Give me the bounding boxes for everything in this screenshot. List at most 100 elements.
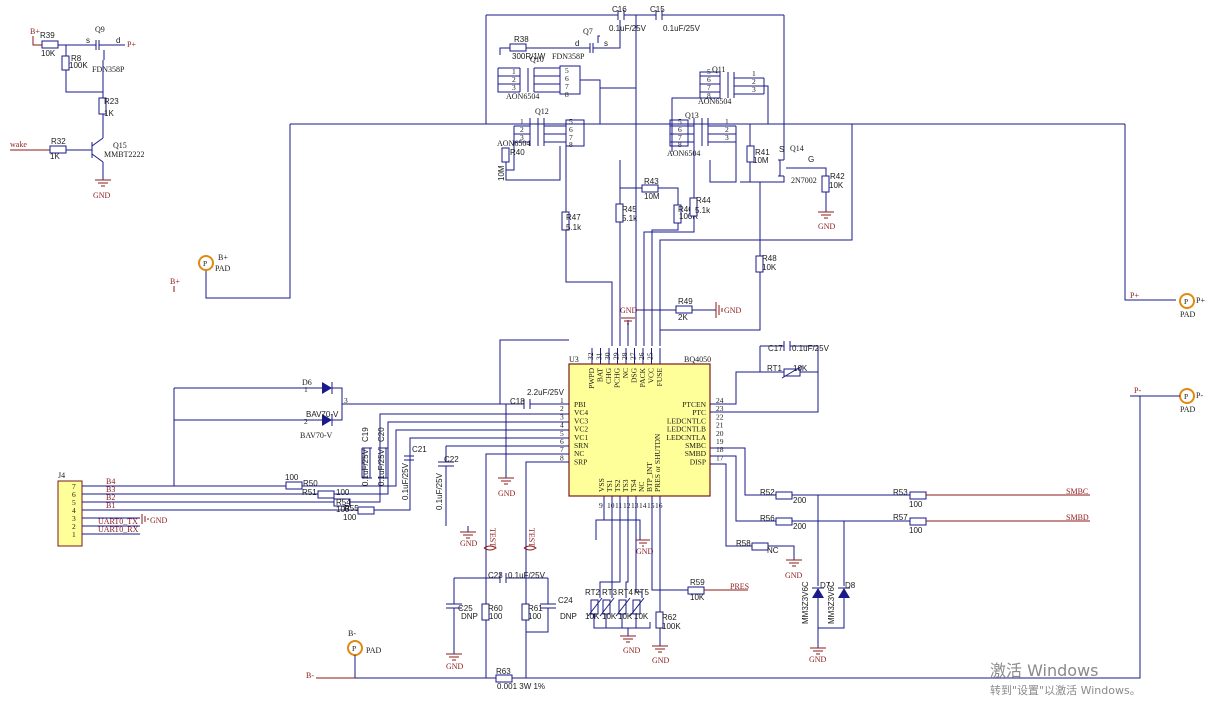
svg-text:8: 8 <box>565 90 569 99</box>
u3-right-pin-number: 21 <box>716 421 724 430</box>
d7-diode <box>812 588 824 598</box>
u3-right-pin-name: SMBC <box>685 441 706 450</box>
gnd-label-vss: GND <box>636 547 654 556</box>
d8-part: MM3Z3V6C <box>827 581 836 624</box>
q14-s: S <box>779 145 784 154</box>
c21-label: C21 <box>412 445 427 454</box>
r40-value: 10M <box>497 165 506 181</box>
u3-top-pin-number: 31 <box>595 352 604 360</box>
r58-label: R58 <box>736 539 751 548</box>
wake-circuit: B+ R39 10K R8 100K Q9 s d FDN358P P+ R23… <box>10 25 144 200</box>
c23-value: 0.1uF/25V <box>508 571 546 580</box>
u3-bottom-pin-number: 14 <box>639 501 647 510</box>
u3-left-pin-name: VC3 <box>574 416 588 425</box>
r54-label: R54 <box>336 498 351 507</box>
r56-label: R56 <box>760 514 775 523</box>
svg-text:2: 2 <box>72 522 76 531</box>
r46-label: R46 <box>678 205 693 214</box>
smbc-net: SMBC <box>1066 487 1088 496</box>
r40-label: R40 <box>510 148 525 157</box>
pads: P B+ PAD B+ P P+ PAD P+ P P- PAD P- P B-… <box>170 253 1205 680</box>
u3-top-pin-number: 26 <box>637 352 646 360</box>
r48-value: 10K <box>762 263 777 272</box>
u3-right-pin-name: SMBD <box>685 449 707 458</box>
u3-right-pin-number: 20 <box>716 429 724 438</box>
r60-label: R60 <box>488 604 503 613</box>
svg-text:5: 5 <box>72 498 76 507</box>
svg-text:P: P <box>1184 297 1188 306</box>
rt3-value: 10K <box>602 612 617 621</box>
svg-text:7: 7 <box>678 133 682 142</box>
svg-text:1: 1 <box>304 385 308 394</box>
svg-text:3: 3 <box>512 83 516 92</box>
r49-label: R49 <box>678 297 693 306</box>
q9-label: Q9 <box>95 25 105 34</box>
svg-text:6: 6 <box>72 490 76 499</box>
b-plus-net: B+ <box>170 277 180 286</box>
u3-top-pin-number: 32 <box>586 352 595 360</box>
u3-left-pin-name: SRP <box>574 457 587 466</box>
c24-label: C24 <box>558 596 573 605</box>
u3-top-pin-name: PWPD <box>587 367 596 388</box>
c15-value: 0.1uF/25V <box>663 24 701 33</box>
u3-left-pin-name: VC2 <box>574 425 588 434</box>
r42-value: 10K <box>829 181 844 190</box>
svg-text:5: 5 <box>678 117 682 126</box>
pres-net: PRES <box>730 582 749 591</box>
u3-left-pin-number: 8 <box>560 453 564 462</box>
u3-right-pin-name: PTC <box>692 408 706 417</box>
u3-right-pin-number: 24 <box>716 396 724 405</box>
r51-value: 100 <box>336 488 350 497</box>
r50-value: 100 <box>285 473 299 482</box>
c16-value: 0.1uF/25V <box>609 24 647 33</box>
r53-resistor <box>909 491 927 500</box>
b-minus-net: B- <box>306 671 314 680</box>
r61-value: 100 <box>528 612 542 621</box>
gnd-label-rt: GND <box>623 646 641 655</box>
svg-text:2: 2 <box>520 125 524 134</box>
thermistor-arrow <box>615 597 631 617</box>
r42-label: R42 <box>830 172 845 181</box>
u3-top-pin-number: 30 <box>603 352 612 360</box>
svg-text:6: 6 <box>569 125 573 134</box>
svg-text:3: 3 <box>72 514 76 523</box>
r62-value: 100K <box>662 622 681 631</box>
p-minus-net: P- <box>1134 386 1141 395</box>
svg-text:5: 5 <box>707 67 711 76</box>
u3-left-pin-name: VC1 <box>574 433 588 442</box>
b4-net: B4 <box>106 477 115 486</box>
svg-text:6: 6 <box>678 125 682 134</box>
svg-text:5: 5 <box>569 117 573 126</box>
r23-label: R23 <box>104 97 119 106</box>
r58-value: NC <box>767 546 779 555</box>
r39-resistor <box>41 40 59 49</box>
j4-label: J4 <box>58 471 65 480</box>
gnd-label-d7: GND <box>809 655 827 664</box>
r44-label: R44 <box>696 196 711 205</box>
svg-text:3: 3 <box>520 133 524 142</box>
rt1-value: 10K <box>793 364 808 373</box>
c24-dnp: DNP <box>560 612 577 621</box>
u3-bottom-pin-number: 13 <box>631 501 639 510</box>
svg-text:1: 1 <box>520 117 524 126</box>
r61-label: R61 <box>528 604 543 613</box>
u3-top-pins: PWPD32BAT31CHG30PCHG29NC28DSG27PACK26VCC… <box>586 348 664 389</box>
u3-bottom-pin-name: TS4 <box>629 479 638 492</box>
r57-value: 100 <box>909 526 923 535</box>
u3-right-pin-number: 22 <box>716 412 724 421</box>
u3-left-pin-number: 1 <box>560 396 564 405</box>
r55-value: 100 <box>343 513 357 522</box>
u3-left-pin-name: PBI <box>574 400 586 409</box>
u3-top-pin-number: 25 <box>646 352 655 360</box>
ic-right-circuit: C17 0.1uF/25V RT1 10K R52 200 R53 100 SM… <box>710 341 1090 664</box>
d7-label: D7 <box>820 581 831 590</box>
u3-right-pin-name: DISP <box>690 457 706 466</box>
u3-bottom-pin-number: 12 <box>623 501 631 510</box>
q11-part: AON6504 <box>698 97 731 106</box>
r49-value: 2K <box>678 313 688 322</box>
c17-value: 0.1uF/25V <box>792 344 830 353</box>
u3-right-pin-name: LEDCNTLA <box>666 433 706 442</box>
r52-value: 200 <box>793 496 807 505</box>
r41-value: 10M <box>753 156 769 165</box>
